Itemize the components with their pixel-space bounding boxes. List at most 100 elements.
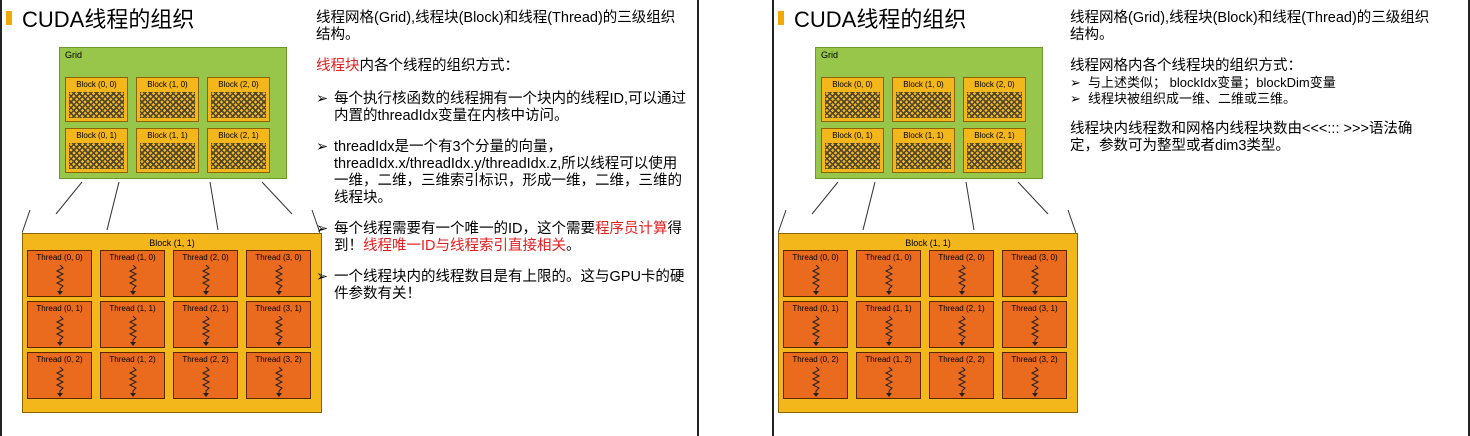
closing-text: 线程块内线程数和网格内线程块数由<<<::: >>>语法确定，参数可为整型或者d… — [1070, 121, 1413, 154]
thread-cell: Thread (2, 1) — [929, 301, 994, 348]
slide-title-text: CUDA线程的组织 — [794, 7, 967, 32]
block-detail-box: Block (1, 1) Thread (0, 0) Thread (1, 0)… — [778, 233, 1078, 413]
squiggle-arrow-icon — [884, 316, 894, 346]
arrow-bullet-icon: ➢ — [1070, 91, 1081, 106]
thread-label: Thread (0, 1) — [792, 304, 839, 313]
squiggle-arrow-icon — [128, 316, 138, 346]
squiggle-arrow-icon — [811, 367, 821, 397]
thread-label: Thread (3, 1) — [1011, 304, 1058, 313]
block-label: Block (1, 1) — [147, 131, 188, 140]
thread-warp-pattern — [140, 143, 195, 169]
intro-text: 线程网格(Grid),线程块(Block)和线程(Thread)的三级组织结构。 — [1070, 10, 1430, 43]
slide-right-border — [697, 0, 699, 436]
thread-cell: Thread (0, 2) — [783, 352, 848, 399]
text-run: 每个线程需要有一个唯一的ID，这个需要 — [334, 221, 595, 237]
squiggle-arrow-icon — [957, 265, 967, 295]
thread-cell: Thread (0, 1) — [783, 301, 848, 348]
thread-cell: Thread (3, 0) — [246, 250, 311, 297]
thread-warp-pattern — [967, 92, 1022, 118]
thread-cell: Thread (3, 0) — [1002, 250, 1067, 297]
list-item-text: 线程块被组织成一维、二维或三维。 — [1088, 91, 1297, 106]
title-bullet-icon — [6, 11, 12, 25]
block-cell: Block (0, 0) — [821, 77, 884, 122]
list-item-text: 每个线程需要有一个唯一的ID，这个需要程序员计算得到！线程唯一ID与线程索引直接… — [334, 221, 688, 255]
thread-label: Thread (3, 2) — [255, 355, 302, 364]
thread-cell: Thread (1, 1) — [856, 301, 921, 348]
thread-cell: Thread (1, 1) — [100, 301, 165, 348]
squiggle-arrow-icon — [55, 265, 65, 295]
highlight-run: 程序员计算 — [595, 221, 668, 237]
thread-cell: Thread (1, 0) — [100, 250, 165, 297]
thread-label: Thread (3, 0) — [1011, 253, 1058, 262]
thread-cell: Thread (2, 2) — [173, 352, 238, 399]
thread-label: Thread (1, 0) — [865, 253, 912, 262]
thread-warp-pattern — [211, 92, 266, 118]
heading-rest: 内各个线程的组织方式： — [359, 58, 520, 74]
thread-cell: Thread (2, 0) — [929, 250, 994, 297]
block-label: Block (0, 1) — [832, 131, 873, 140]
block-cell: Block (1, 0) — [136, 77, 199, 122]
section-heading: 线程网格内各个线程块的组织方式： — [1070, 58, 1302, 74]
arrow-bullet-icon: ➢ — [316, 91, 329, 107]
list-item: ➢ 每个执行核函数的线程拥有一个块内的线程ID,可以通过内置的threadIdx… — [316, 91, 688, 125]
thread-warp-pattern — [967, 143, 1022, 169]
thread-cell: Thread (0, 0) — [27, 250, 92, 297]
block-label: Block (2, 1) — [218, 131, 259, 140]
grid-box: Grid Block (0, 0) Block (1, 0) Block (2,… — [59, 47, 287, 179]
thread-warp-pattern — [69, 92, 124, 118]
grid-box: Grid Block (0, 0) Block (1, 0) Block (2,… — [815, 47, 1043, 179]
intro-text: 线程网格(Grid),线程块(Block)和线程(Thread)的三级组织结构。 — [316, 10, 676, 43]
thread-cell: Thread (2, 2) — [929, 352, 994, 399]
squiggle-arrow-icon — [201, 367, 211, 397]
thread-label: Thread (0, 1) — [36, 304, 83, 313]
thread-cell: Thread (0, 0) — [783, 250, 848, 297]
grid-label: Grid — [65, 50, 83, 60]
thread-label: Thread (0, 2) — [792, 355, 839, 364]
text-run: 得到！ — [334, 221, 682, 254]
squiggle-arrow-icon — [1030, 367, 1040, 397]
thread-label: Thread (1, 2) — [865, 355, 912, 364]
thread-label: Thread (3, 1) — [255, 304, 302, 313]
thread-label: Thread (2, 0) — [182, 253, 229, 262]
thread-label: Thread (2, 2) — [938, 355, 985, 364]
list-item: ➢ threadIdx是一个有3个分量的向量，threadIdx.x/threa… — [316, 139, 688, 207]
thread-cell: Thread (3, 1) — [246, 301, 311, 348]
squiggle-arrow-icon — [274, 316, 284, 346]
thread-cell: Thread (2, 0) — [173, 250, 238, 297]
block-label: Block (1, 0) — [903, 80, 944, 89]
block-label: Block (2, 1) — [974, 131, 1015, 140]
thread-cell: Thread (1, 2) — [100, 352, 165, 399]
block-detail-label: Block (1, 1) — [149, 238, 195, 248]
thread-cell: Thread (3, 1) — [1002, 301, 1067, 348]
squiggle-arrow-icon — [128, 367, 138, 397]
thread-warp-pattern — [896, 143, 951, 169]
block-cell: Block (2, 0) — [963, 77, 1026, 122]
thread-label: Thread (3, 2) — [1011, 355, 1058, 364]
block-label: Block (1, 1) — [903, 131, 944, 140]
block-label: Block (0, 0) — [76, 80, 117, 89]
block-cell: Block (0, 1) — [821, 128, 884, 173]
list-item: ➢ 线程块被组织成一维、二维或三维。 — [1070, 91, 1440, 107]
thread-label: Thread (2, 0) — [938, 253, 985, 262]
cuda-hierarchy-diagram: Grid Block (0, 0) Block (1, 0) Block (2,… — [778, 42, 1078, 413]
slide-2-text: 线程网格(Grid),线程块(Block)和线程(Thread)的三级组织结构。… — [1070, 10, 1440, 155]
thread-label: Thread (2, 1) — [938, 304, 985, 313]
list-item-text: 每个执行核函数的线程拥有一个块内的线程ID,可以通过内置的threadIdx变量… — [334, 91, 687, 124]
squiggle-arrow-icon — [811, 265, 821, 295]
squiggle-arrow-icon — [55, 367, 65, 397]
thread-warp-pattern — [825, 92, 880, 118]
block-label: Block (2, 0) — [974, 80, 1015, 89]
list-item: ➢ 与上述类似； blockIdx变量；blockDim变量 — [1070, 75, 1440, 91]
thread-label: Thread (2, 2) — [182, 355, 229, 364]
block-cell: Block (0, 1) — [65, 128, 128, 173]
thread-label: Thread (1, 0) — [109, 253, 156, 262]
list-item: ➢ 一个线程块内的线程数目是有上限的。这与GPU卡的硬件参数有关！ — [316, 269, 688, 303]
slide-1-text: 线程网格(Grid),线程块(Block)和线程(Thread)的三级组织结构。… — [316, 10, 688, 303]
slide-title: CUDA线程的组织 — [6, 2, 194, 34]
squiggle-arrow-icon — [1030, 265, 1040, 295]
thread-cell: Thread (2, 1) — [173, 301, 238, 348]
squiggle-arrow-icon — [957, 316, 967, 346]
block-detail-box: Block (1, 1) Thread (0, 0) Thread (1, 0)… — [22, 233, 322, 413]
thread-label: Thread (1, 1) — [865, 304, 912, 313]
thread-cell: Thread (0, 2) — [27, 352, 92, 399]
